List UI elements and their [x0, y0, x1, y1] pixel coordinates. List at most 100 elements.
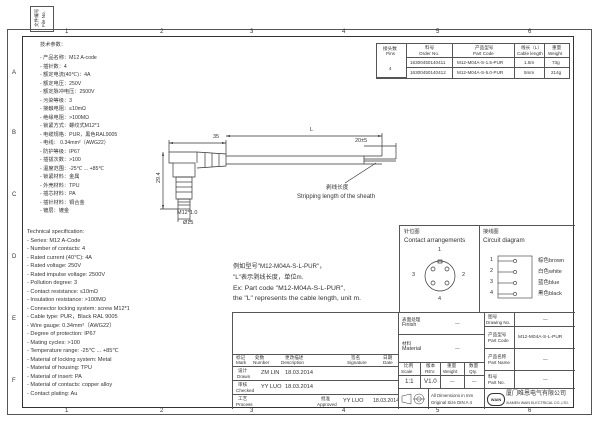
spec-en-heading: Technical specification:: [27, 229, 85, 235]
rev-sign-cn: 签名: [351, 355, 361, 360]
spec-cn-line: - 锁紧方式：螺纹式M12*1: [40, 123, 100, 129]
spec-cn-line: - 锁紧材料：金属: [40, 174, 80, 180]
rev-header: 版本 REV.: [421, 363, 441, 376]
process-cn: 工艺: [238, 396, 248, 401]
length-header-en: Cable length: [517, 51, 543, 56]
strain-relief: [196, 151, 227, 169]
checked-name: YY LUO: [261, 384, 282, 390]
spec-cn-line: - 插芯材料：PA: [40, 191, 76, 197]
drawn-row: 设计 Drawn ZM LIN 18.03.2014: [233, 367, 399, 381]
rev-mark-cn: 标记: [236, 355, 246, 360]
file-no-cn: 文件编号: [34, 8, 39, 27]
row2-part-code: M12-M04A-S-5.0-PUR: [457, 70, 504, 75]
revision-header-row: 标记 Mark 处数 Number 更改描述 Description 签名 Si…: [233, 355, 399, 367]
dims-note-1: All Dimensions in mm: [431, 393, 474, 398]
spec-cn-line: - 插拔次数：>100: [40, 157, 81, 163]
weight-value: —: [450, 379, 455, 384]
rev-desc-en: Description: [281, 360, 304, 365]
spec-cn-line: - 额定电压：250V: [40, 80, 82, 87]
part-code-label: 产品型号 Part Code: [485, 327, 515, 349]
spec-en-line: - Connector locking system: screw M12*1: [27, 305, 130, 312]
diagram-panel: 针位图 Contact arrangements 接线图 Circuit dia…: [399, 225, 575, 313]
weight-header-tb: 重量 Weight: [441, 363, 465, 376]
pin-1: [430, 266, 436, 272]
zone-side-c: C: [12, 192, 17, 198]
drawn-en: Drawn: [237, 374, 251, 379]
example-cn-2: "L"表示剥线长度，单位m.: [233, 274, 304, 281]
drawing-no-label: 图号 Drawing No.: [485, 313, 515, 327]
qty-header: 数量 Qty.: [465, 363, 485, 376]
spec-en-line: - Contact resistance: ≤10mΩ: [27, 288, 98, 295]
finish-cn: 表面处理: [402, 317, 421, 322]
table-row-1-order: 16300450140411: [407, 58, 453, 68]
approved-en: Approved: [317, 402, 337, 407]
row1-weight: 73g: [552, 60, 560, 65]
wire-num-4: 4: [490, 290, 494, 296]
zone-side-b: B: [12, 130, 17, 136]
table-row-1-weight: 73g: [545, 58, 569, 68]
spec-en-line: - Insulation resistance: >100MΩ: [27, 297, 106, 303]
wire-label-blue: 蓝色blue: [538, 280, 560, 286]
table-row-1-length: 1.5m: [515, 58, 545, 68]
zone-side-f: F: [12, 378, 16, 384]
dim-20-label: 20±5: [355, 138, 368, 144]
drawn-cn: 设计: [238, 368, 248, 373]
table-row-2-part: M12-M04A-S-5.0-PUR: [453, 68, 515, 78]
wire-num-1: 1: [490, 257, 494, 263]
dim-35-label: 35: [213, 134, 220, 140]
zone-top-1: 1: [65, 29, 69, 35]
scale-value-cell: 1:1: [399, 376, 421, 389]
order-no-header-en: Order No.: [419, 51, 440, 56]
row2-weight: 214g: [551, 70, 562, 75]
spec-en-line: - Rated voltage: 250V: [27, 263, 82, 269]
part-code-value-cell: M12-M04A-S-L-PUR: [515, 327, 575, 349]
part-code-en: Part Code: [488, 338, 509, 343]
weight-header: 重量 Weight: [545, 44, 569, 58]
length-header-cn: 线长（L）: [521, 45, 542, 50]
zone-top-2: 2: [160, 29, 164, 35]
scale-en: Scale: [401, 369, 413, 374]
spec-en-line: - Pollution degree: 3: [27, 280, 78, 286]
spec-cn-line: - 电缆规格：PUR，黑色RAL9005: [40, 131, 118, 138]
spec-en-line: - Temperature range: -25℃ ... +85℃: [27, 348, 119, 354]
dim-thread-label: M12*1.0: [177, 210, 198, 216]
spec-cn-line: - 绝缘电阻：>100MΩ: [40, 114, 89, 121]
drawing-frame-outer: [7, 29, 592, 415]
spec-en-line: - Number of contacts: 4: [27, 246, 86, 252]
contact-title-cn: 针位图: [404, 229, 420, 235]
zone-bottom-2: 2: [160, 408, 164, 414]
part-name-value: —: [543, 357, 548, 362]
drawing-no-value: —: [543, 317, 548, 322]
example-en-2: the "L" represents the cable length, uni…: [233, 295, 361, 302]
pin-2: [444, 266, 450, 272]
spec-cn-line: - 接触电阻：≤10mΩ: [40, 106, 86, 112]
spec-cn-line: - 额定电流(40℃)：4A: [40, 72, 91, 78]
weight-en-tb: Weight: [443, 369, 458, 374]
circuit-box: [497, 255, 533, 299]
drawn-date: 18.03.2014: [285, 370, 313, 376]
qty-en: Qty.: [469, 369, 478, 374]
part-no-label: 料号 Part No.: [485, 371, 515, 389]
checked-row: 审核 Checked YY LUO 18.03.2014: [233, 381, 399, 395]
spec-cn-line: - 污染等级：3: [40, 97, 72, 104]
zone-top-6: 6: [528, 29, 532, 35]
title-block: 标记 Mark 处数 Number 更改描述 Description 签名 Si…: [232, 312, 575, 409]
drawing-no-cn: 图号: [488, 314, 498, 319]
drawn-name: ZM LIN: [261, 370, 280, 376]
dim-dia-label: Ø15: [183, 220, 194, 226]
spec-cn-line: - 插针数：4: [40, 63, 67, 70]
row2-length: 5mm: [524, 70, 535, 75]
qty-value-cell: —: [465, 376, 485, 389]
order-no-header: 料号 Order No.: [407, 44, 453, 58]
part-no-en: Part No.: [488, 380, 505, 385]
checked-en: Checked: [236, 388, 255, 393]
contact-pin-1: 1: [438, 247, 442, 253]
part-code-header-en: Part Code: [473, 51, 494, 56]
connector-thread: [177, 198, 191, 210]
drawing-no-en: Drawing No.: [486, 320, 511, 325]
rev-number-en: Number: [253, 360, 270, 365]
contact-face: [424, 260, 456, 292]
spec-cn-line: - 插针材料：铜合金: [40, 199, 85, 206]
company-logo: WAIN: [487, 393, 505, 406]
finish-en: Finish: [402, 322, 417, 328]
